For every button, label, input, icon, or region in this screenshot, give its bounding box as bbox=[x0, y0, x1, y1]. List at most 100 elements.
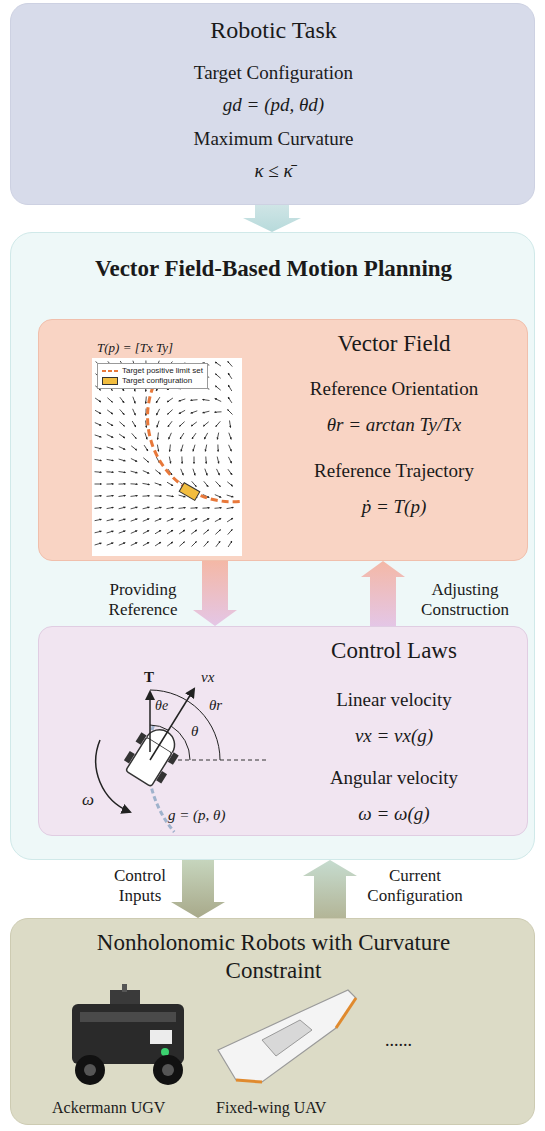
box-text: Linear velocity bbox=[269, 689, 519, 712]
field-vector bbox=[131, 543, 137, 546]
field-vector bbox=[131, 446, 137, 450]
field-vector bbox=[203, 507, 210, 508]
field-vector bbox=[107, 422, 113, 426]
field-vector bbox=[157, 433, 159, 440]
field-vector bbox=[215, 399, 221, 402]
field-vector bbox=[203, 519, 209, 522]
field-vector bbox=[169, 457, 170, 464]
figure-label: Ackermann UGV bbox=[52, 1098, 165, 1117]
field-vector bbox=[168, 421, 172, 427]
field-vector bbox=[155, 542, 161, 546]
figure-label: θ bbox=[191, 722, 198, 740]
field-canvas bbox=[92, 358, 242, 556]
tangent-arrow bbox=[149, 692, 151, 752]
edge-label: Providing Reference bbox=[88, 580, 198, 621]
field-vector bbox=[203, 411, 210, 413]
field-vector bbox=[155, 483, 162, 485]
field-vector bbox=[120, 409, 125, 414]
field-vector bbox=[167, 542, 173, 546]
vector-field bbox=[95, 361, 234, 548]
field-vector bbox=[155, 519, 161, 522]
legend-text: Target configuration bbox=[122, 376, 192, 386]
field-vector bbox=[95, 519, 102, 520]
field-vector bbox=[95, 410, 101, 413]
field-vector bbox=[119, 472, 126, 473]
field-vector bbox=[107, 435, 113, 438]
field-vector bbox=[143, 495, 150, 496]
field-vector bbox=[95, 543, 102, 545]
field-vector bbox=[179, 422, 184, 427]
field-vector bbox=[107, 507, 114, 508]
field-vector bbox=[131, 483, 138, 484]
field-vector bbox=[143, 471, 149, 474]
field-vector bbox=[95, 531, 102, 533]
box-text: Target Configuration bbox=[11, 62, 536, 85]
figure-label: vx bbox=[201, 668, 214, 686]
field-vector bbox=[95, 435, 102, 437]
field-vector bbox=[107, 471, 114, 472]
planning-panel: Vector Field-Based Motion PlanningVector… bbox=[10, 232, 535, 860]
box-text: ṗ = T(p) bbox=[269, 496, 519, 519]
field-vector bbox=[119, 483, 126, 484]
field-vector bbox=[167, 410, 172, 415]
field-vector bbox=[95, 398, 101, 402]
field-vector bbox=[227, 495, 234, 497]
field-vector bbox=[133, 397, 135, 404]
field-vector bbox=[119, 496, 126, 497]
field-vector bbox=[143, 483, 150, 484]
field-vector bbox=[119, 434, 125, 438]
field-vector bbox=[216, 541, 220, 547]
field-vector bbox=[179, 495, 186, 497]
field-vector bbox=[204, 541, 209, 546]
field-vector bbox=[95, 459, 102, 460]
antenna bbox=[122, 984, 127, 992]
field-vector bbox=[144, 445, 148, 451]
box-text: vx = vx(g) bbox=[269, 725, 519, 748]
field-vector bbox=[156, 409, 159, 415]
field-vector bbox=[157, 421, 159, 428]
elevon bbox=[236, 1080, 262, 1082]
field-vector bbox=[95, 423, 101, 426]
wheel bbox=[153, 1055, 183, 1085]
flow-arrow bbox=[303, 860, 357, 918]
field-vector bbox=[230, 421, 231, 428]
figure-label: ...... bbox=[385, 1030, 412, 1052]
limit-cycle bbox=[148, 376, 242, 502]
field-vector bbox=[95, 484, 102, 485]
legend-row: Target configuration bbox=[102, 376, 203, 386]
sensor bbox=[110, 990, 140, 1006]
field-vector bbox=[203, 530, 208, 534]
field-vector bbox=[107, 398, 112, 403]
field-vector bbox=[229, 433, 231, 440]
figure-label: g = (p, θ) bbox=[168, 806, 225, 824]
field-vector bbox=[155, 507, 162, 508]
box-text: Maximum Curvature bbox=[11, 128, 536, 151]
field-vector bbox=[119, 543, 125, 546]
field-vector bbox=[191, 507, 198, 508]
field-vector bbox=[131, 507, 138, 509]
field-vector bbox=[107, 447, 114, 449]
field-vector bbox=[215, 495, 221, 498]
figure-label: T bbox=[144, 668, 154, 686]
field-vector bbox=[95, 471, 102, 473]
edge-label: Adjusting Construction bbox=[405, 580, 525, 621]
field-vector bbox=[215, 507, 222, 509]
field-vector bbox=[228, 373, 232, 379]
control-laws-box: Control LawsLinear velocityvx = vx(g)Ang… bbox=[38, 626, 528, 836]
field-vector bbox=[205, 469, 207, 476]
field-vector bbox=[95, 495, 102, 496]
field-vector bbox=[216, 481, 221, 486]
box-text: θr = arctan Ty/Tx bbox=[269, 414, 519, 437]
field-vector bbox=[203, 422, 208, 426]
field-vector bbox=[215, 518, 221, 521]
box-text: κ ≤ κ̄ bbox=[11, 160, 536, 183]
field-vector bbox=[156, 397, 160, 403]
field-vector bbox=[167, 519, 173, 522]
field-vector bbox=[216, 421, 221, 426]
field-vector bbox=[215, 374, 220, 379]
field-vector bbox=[179, 530, 185, 534]
field-vector bbox=[217, 469, 220, 475]
field-vector bbox=[215, 411, 222, 412]
field-vector bbox=[95, 447, 102, 449]
field-vector bbox=[191, 399, 198, 401]
